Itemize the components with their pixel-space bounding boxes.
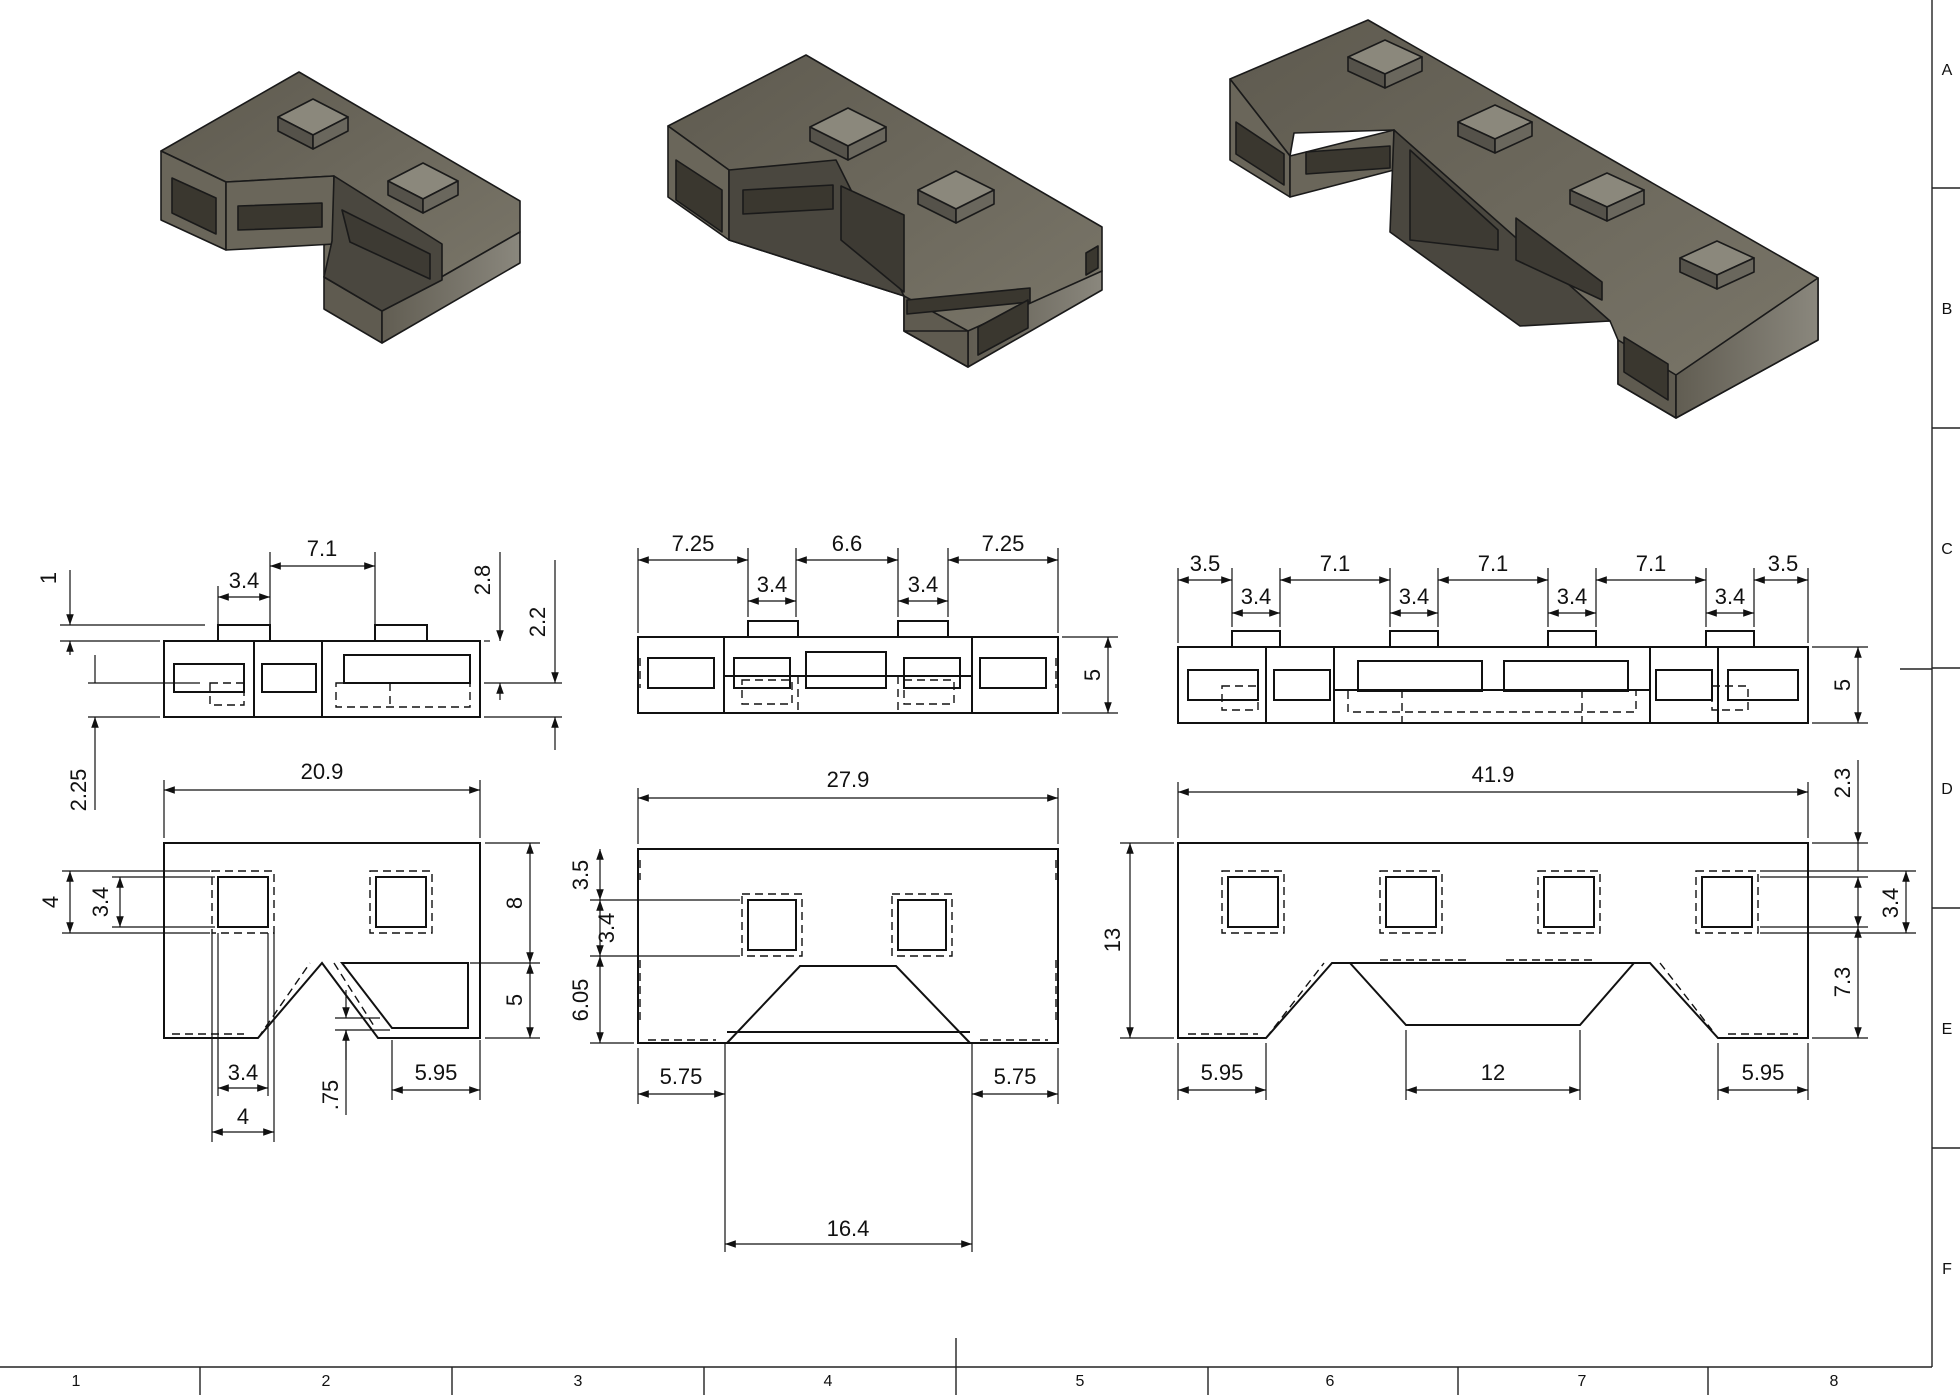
iso-render-left (160, 71, 521, 344)
dim-middle-end-r: 7.25 (982, 531, 1025, 556)
dim-right-gap-3: 7.1 (1636, 551, 1667, 576)
dim-right-gap-1: 7.1 (1320, 551, 1351, 576)
dim-middle-tab-r: 3.4 (908, 572, 939, 597)
dim-right-tab-2: 3.4 (1399, 584, 1430, 609)
right-top-view (1177, 842, 1809, 1039)
dim-right-bot-l: 5.95 (1201, 1060, 1244, 1085)
dim-middle-tab-l: 3.4 (757, 572, 788, 597)
left-dimension-labels: 7.1 3.4 1 2.8 2.2 2.25 20.9 4 3.4 8 5 3.… (36, 536, 550, 1129)
dim-right-bot-r: 5.95 (1742, 1060, 1785, 1085)
dim-middle-end-l: 7.25 (672, 531, 715, 556)
middle-front-view (637, 620, 1059, 714)
zone-column-labels: 1 2 3 4 5 6 7 8 (72, 1373, 1839, 1390)
zone-row-a: A (1942, 62, 1953, 79)
dim-middle-v-a: 3.5 (568, 860, 593, 891)
dim-left-bot-a: 3.4 (228, 1060, 259, 1085)
dim-left-sq-outer: 4 (38, 896, 63, 908)
zone-row-labels: A B C D E F (1941, 62, 1953, 1278)
zone-row-e: E (1942, 1021, 1953, 1038)
left-top-view (163, 842, 481, 1039)
zone-row-b: B (1942, 301, 1953, 318)
dim-left-ht-c: 2.25 (66, 769, 91, 812)
dim-left-bot-b: 4 (237, 1104, 249, 1129)
dim-right-gap-2: 7.1 (1478, 551, 1509, 576)
middle-dimension-labels: 7.25 6.6 7.25 3.4 3.4 5 27.9 3.5 3.4 6.0… (568, 531, 1105, 1241)
dim-right-width: 41.9 (1472, 762, 1515, 787)
zone-row-f: F (1942, 1261, 1952, 1278)
dim-left-tab-h: 1 (36, 572, 61, 584)
zone-col-3: 3 (574, 1373, 583, 1390)
dim-left-ht-a: 2.8 (470, 565, 495, 596)
dim-left-width: 20.9 (301, 759, 344, 784)
zone-col-2: 2 (322, 1373, 331, 1390)
right-dimension-lines (1120, 568, 1916, 1100)
middle-top-view (637, 848, 1059, 1044)
left-front-view (163, 624, 481, 718)
dim-middle-notch: 16.4 (827, 1216, 870, 1241)
zone-col-4: 4 (824, 1373, 833, 1390)
dim-right-height: 5 (1830, 679, 1855, 691)
right-front-view (1177, 630, 1809, 724)
dim-middle-v-b: 3.4 (594, 913, 619, 944)
dim-left-bot-d: 5.95 (415, 1060, 458, 1085)
dim-left-depth-b: 5 (502, 994, 527, 1006)
zone-row-d: D (1941, 781, 1953, 798)
dim-left-top-gap: 7.1 (307, 536, 338, 561)
dim-right-notch: 12 (1481, 1060, 1505, 1085)
zone-row-c: C (1941, 541, 1953, 558)
dim-middle-bot-r: 5.75 (994, 1064, 1037, 1089)
dim-right-tab-3: 3.4 (1557, 584, 1588, 609)
dim-middle-height: 5 (1080, 669, 1105, 681)
dim-middle-gap: 6.6 (832, 531, 863, 556)
dim-right-depth: 13 (1100, 928, 1125, 952)
dim-right-v-c: 7.3 (1830, 967, 1855, 998)
dim-right-end-l: 3.5 (1190, 551, 1221, 576)
zone-col-6: 6 (1326, 1373, 1335, 1390)
dim-right-tab-4: 3.4 (1715, 584, 1746, 609)
dim-right-end-r: 3.5 (1768, 551, 1799, 576)
middle-dimension-lines (590, 548, 1118, 1252)
dim-left-sq-inner: 3.4 (88, 887, 113, 918)
dim-middle-width: 27.9 (827, 767, 870, 792)
zone-col-5: 5 (1076, 1373, 1085, 1390)
iso-render-right (1229, 19, 1819, 419)
left-dimension-lines (60, 552, 562, 1142)
iso-render-middle (667, 54, 1103, 368)
dim-middle-v-c: 6.05 (568, 979, 593, 1022)
right-dimension-labels: 3.5 7.1 7.1 7.1 3.5 3.4 3.4 3.4 3.4 5 41… (1100, 551, 1903, 1085)
zone-col-8: 8 (1830, 1373, 1839, 1390)
dim-left-ht-b: 2.2 (525, 607, 550, 638)
zone-col-1: 1 (72, 1373, 81, 1390)
dim-left-bot-c: .75 (318, 1080, 343, 1111)
dim-middle-bot-l: 5.75 (660, 1064, 703, 1089)
zone-col-7: 7 (1578, 1373, 1587, 1390)
dim-right-v-b: 3.4 (1878, 888, 1903, 919)
dim-left-top-tab: 3.4 (229, 568, 260, 593)
dim-right-tab-1: 3.4 (1241, 584, 1272, 609)
dim-right-v-a: 2.3 (1830, 768, 1855, 799)
dim-left-depth-a: 8 (502, 897, 527, 909)
